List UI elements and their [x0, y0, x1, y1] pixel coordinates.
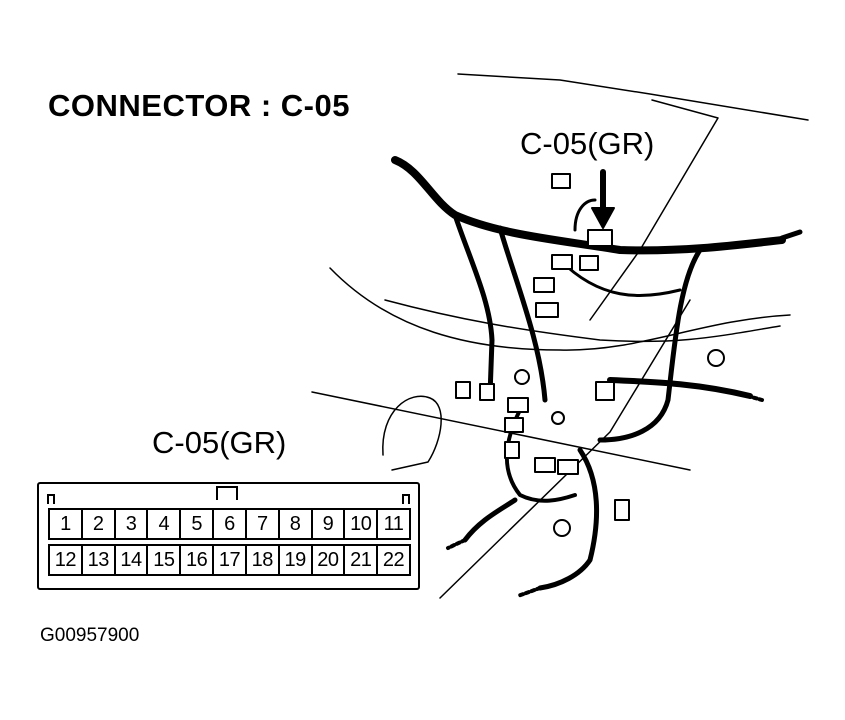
- wire-end-dashed-3: [746, 394, 764, 402]
- connector-small-2: [551, 254, 573, 270]
- connector-callout-label: C-05(GR): [520, 126, 655, 161]
- pin-cell: 2: [80, 508, 116, 540]
- pin-cell: 16: [179, 544, 215, 576]
- panel-line-diagonal: [311, 391, 691, 471]
- pin-cell: 17: [212, 544, 247, 576]
- pin-row-top: 1 2 3 4 5 6 7 8 9 10 11: [48, 508, 411, 540]
- harness-cross: [607, 377, 753, 399]
- figure-id: G00957900: [40, 625, 140, 646]
- harness-branch-left: [452, 212, 495, 398]
- pin-cell: 19: [277, 544, 313, 576]
- connector-latch: [216, 486, 238, 500]
- pin-row-bottom: 12 13 14 15 16 17 18 19 20 21 22: [48, 544, 411, 576]
- pin-grid: 1 2 3 4 5 6 7 8 9 10 11 12 13 14 15 16 1…: [48, 508, 411, 576]
- bracket-loop: [382, 395, 442, 471]
- harness-main: [391, 156, 786, 255]
- connector-small-14: [614, 499, 630, 521]
- harness-lower-2: [537, 447, 599, 591]
- pin-cell: 7: [244, 508, 280, 540]
- ground-terminal-1: [514, 369, 530, 385]
- connector-tab-right: [402, 494, 410, 504]
- pin-cell: 22: [376, 544, 411, 576]
- pointer-arrow-head: [591, 207, 615, 229]
- pin-cell: 5: [179, 508, 215, 540]
- pin-cell: 3: [113, 508, 149, 540]
- connector-small-1: [551, 173, 571, 189]
- connector-small-8: [507, 397, 529, 413]
- panel-curve-mid: [384, 299, 781, 343]
- harness-lower-1: [504, 408, 577, 503]
- page-title: CONNECTOR : C-05: [48, 88, 350, 123]
- ground-terminal-3: [551, 411, 565, 425]
- panel-edge-upper: [589, 99, 719, 321]
- harness-lower-3: [462, 497, 518, 543]
- connector-small-10: [504, 441, 520, 459]
- connector-c05-harness: [587, 229, 613, 247]
- connector-small-6: [455, 381, 471, 399]
- pin-cell: 14: [113, 544, 149, 576]
- harness-branch-mid: [497, 225, 548, 403]
- pin-cell: 18: [244, 544, 280, 576]
- connector-small-12: [557, 459, 579, 475]
- pin-cell: 12: [48, 544, 83, 576]
- connector-small-7: [479, 383, 495, 401]
- pin-cell: 8: [277, 508, 313, 540]
- pin-cell: 11: [376, 508, 411, 540]
- connector-face-label: C-05(GR): [152, 425, 287, 460]
- pin-cell: 9: [310, 508, 346, 540]
- panel-curve-upper: [329, 267, 791, 351]
- connector-small-11: [534, 457, 556, 473]
- pin-cell: 10: [343, 508, 379, 540]
- harness-branch-right: [597, 247, 703, 443]
- connector-tab-left: [47, 494, 55, 504]
- harness-loop-upper: [558, 258, 682, 298]
- connector-small-9: [504, 417, 524, 433]
- pin-cell: 21: [343, 544, 379, 576]
- pin-cell: 4: [146, 508, 182, 540]
- panel-edge-top: [457, 73, 809, 121]
- wire-end-dashed-2: [516, 586, 542, 598]
- connector-small-4: [533, 277, 555, 293]
- pin-cell: 6: [212, 508, 247, 540]
- connector-small-5: [535, 302, 559, 318]
- panel-line-lower: [439, 299, 691, 599]
- ground-terminal-2: [707, 349, 725, 367]
- connector-face: 1 2 3 4 5 6 7 8 9 10 11 12 13 14 15 16 1…: [37, 482, 420, 590]
- pin-cell: 15: [146, 544, 182, 576]
- harness-to-top-connector: [573, 198, 597, 232]
- pin-cell: 13: [80, 544, 116, 576]
- wire-end-dashed-1: [446, 538, 467, 550]
- connector-small-3: [579, 255, 599, 271]
- pin-cell: 20: [310, 544, 346, 576]
- pin-cell: 1: [48, 508, 83, 540]
- connector-small-13: [595, 381, 615, 401]
- ground-terminal-4: [553, 519, 571, 537]
- harness-main-end: [779, 229, 803, 241]
